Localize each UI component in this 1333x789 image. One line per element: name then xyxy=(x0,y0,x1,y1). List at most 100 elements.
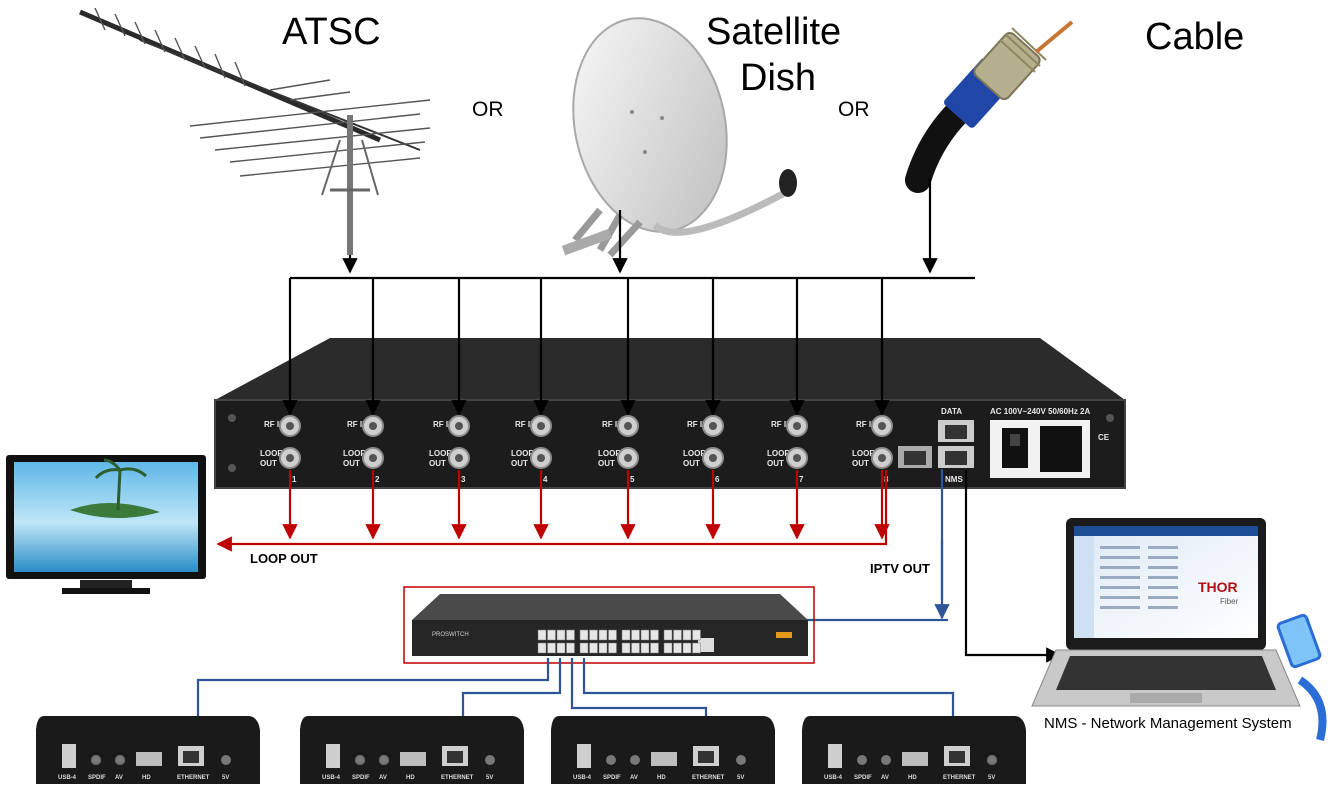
usb-port[interactable] xyxy=(326,744,340,768)
switch-port[interactable] xyxy=(692,629,701,641)
switch-port[interactable] xyxy=(682,642,692,654)
rf-in-label: RF IN xyxy=(347,420,368,429)
laptop-brand-sub: Fiber xyxy=(1220,597,1239,606)
television-icon xyxy=(6,455,206,594)
stb-port-label: AV xyxy=(379,775,387,781)
power-rating-label: AC 100V~240V 50/60Hz 2A xyxy=(990,407,1091,416)
switch-port[interactable] xyxy=(556,629,566,641)
switch-port[interactable] xyxy=(589,629,598,641)
loop-out-port-label: OUT xyxy=(260,459,277,468)
loop-out-port-label: LOOP xyxy=(598,449,621,458)
switch-port[interactable] xyxy=(547,642,556,654)
switch-port[interactable] xyxy=(537,629,547,641)
switch-port[interactable] xyxy=(673,642,682,654)
usb-port[interactable] xyxy=(577,744,591,768)
switch-port[interactable] xyxy=(673,629,682,641)
loop-out-port-label: OUT xyxy=(511,459,528,468)
stb-port-label: ETHERNET xyxy=(441,775,474,781)
switch-highlight-border xyxy=(403,586,815,664)
stb-port-label: 5V xyxy=(737,775,744,781)
switch-port[interactable] xyxy=(547,629,556,641)
switch-port[interactable] xyxy=(631,629,640,641)
stb-port-label: AV xyxy=(630,775,638,781)
rf-in-label: RF IN xyxy=(687,420,708,429)
hdmi-port[interactable] xyxy=(400,752,426,766)
hdmi-port[interactable] xyxy=(651,752,677,766)
svg-text:PROSWITCH: PROSWITCH xyxy=(432,632,469,638)
cable-label: Cable xyxy=(1145,16,1244,58)
switch-port[interactable] xyxy=(682,629,692,641)
usb-port[interactable] xyxy=(62,744,76,768)
nms-laptop-icon: THOR Fiber xyxy=(1031,518,1301,707)
switch-uplink-port[interactable] xyxy=(698,638,714,652)
nms-port-label: NMS xyxy=(945,475,963,484)
switch-port[interactable] xyxy=(579,642,589,654)
rf-in-label: RF IN xyxy=(515,420,536,429)
switch-port[interactable] xyxy=(663,642,673,654)
nms-caption: NMS - Network Management System xyxy=(1044,715,1292,732)
switch-port[interactable] xyxy=(621,642,631,654)
stb-port-label: SPDIF xyxy=(88,775,106,781)
stb-port-label: USB-4 xyxy=(322,775,341,781)
switch-port[interactable] xyxy=(621,629,631,641)
stb-port-label: USB-4 xyxy=(573,775,592,781)
satellite-dish-icon xyxy=(561,17,797,258)
switch-port[interactable] xyxy=(608,629,617,641)
atsc-label: ATSC xyxy=(282,11,381,53)
stb-port-label: HD xyxy=(142,775,151,781)
switch-port[interactable] xyxy=(631,642,640,654)
or-label-right: OR xyxy=(838,98,870,121)
stb-port-label: HD xyxy=(406,775,415,781)
rf-in-label: RF IN xyxy=(433,420,454,429)
rf-in-label: RF IN xyxy=(771,420,792,429)
switch-port[interactable] xyxy=(598,642,608,654)
switch-port[interactable] xyxy=(556,642,566,654)
set-top-box-row: USB-4 SPDIF AV HD ETHERNET 5V USB-4 SPDIF AV HD ET… xyxy=(36,716,1026,784)
switch-port[interactable] xyxy=(566,642,575,654)
coax-cable-icon xyxy=(905,20,1074,193)
hdmi-port[interactable] xyxy=(136,752,162,766)
usb-port[interactable] xyxy=(828,744,842,768)
loop-out-port-label: LOOP xyxy=(429,449,452,458)
loop-out-port-label: OUT xyxy=(343,459,360,468)
switch-port[interactable] xyxy=(663,629,673,641)
stb-port-label: AV xyxy=(881,775,889,781)
power-inlet xyxy=(1040,426,1082,472)
hdmi-port[interactable] xyxy=(902,752,928,766)
switch-port[interactable] xyxy=(598,629,608,641)
rf-in-label: RF IN xyxy=(264,420,285,429)
port-number: 7 xyxy=(799,475,804,484)
port-number: 5 xyxy=(630,475,635,484)
dish-label: Dish xyxy=(740,57,816,99)
loop-out-label: LOOP OUT xyxy=(250,551,318,566)
loop-out-port-label: LOOP xyxy=(511,449,534,458)
stb-port-label: SPDIF xyxy=(854,775,872,781)
switch-port[interactable] xyxy=(640,642,650,654)
loop-out-port-label: LOOP xyxy=(767,449,790,458)
switch-port[interactable] xyxy=(650,629,659,641)
loop-out-port-label: OUT xyxy=(429,459,446,468)
switch-port-grid xyxy=(537,629,701,654)
loop-out-port-label: OUT xyxy=(598,459,615,468)
switch-port[interactable] xyxy=(650,642,659,654)
rf-feed-lines xyxy=(290,178,975,280)
loop-out-port-label: LOOP xyxy=(260,449,283,458)
stb-port-label: USB-4 xyxy=(58,775,77,781)
port-number: 1 xyxy=(292,475,297,484)
ethernet-cable-icon xyxy=(1276,613,1327,741)
stb-port-label: SPDIF xyxy=(603,775,621,781)
switch-port[interactable] xyxy=(608,642,617,654)
switch-port[interactable] xyxy=(566,629,575,641)
loop-out-port-label: OUT xyxy=(683,459,700,468)
switch-port[interactable] xyxy=(589,642,598,654)
or-label-left: OR xyxy=(472,98,504,121)
switch-port[interactable] xyxy=(537,642,547,654)
stb-port-label: ETHERNET xyxy=(177,775,210,781)
switch-port[interactable] xyxy=(692,642,701,654)
switch-port[interactable] xyxy=(579,629,589,641)
switch-port[interactable] xyxy=(640,629,650,641)
port-number: 6 xyxy=(715,475,720,484)
